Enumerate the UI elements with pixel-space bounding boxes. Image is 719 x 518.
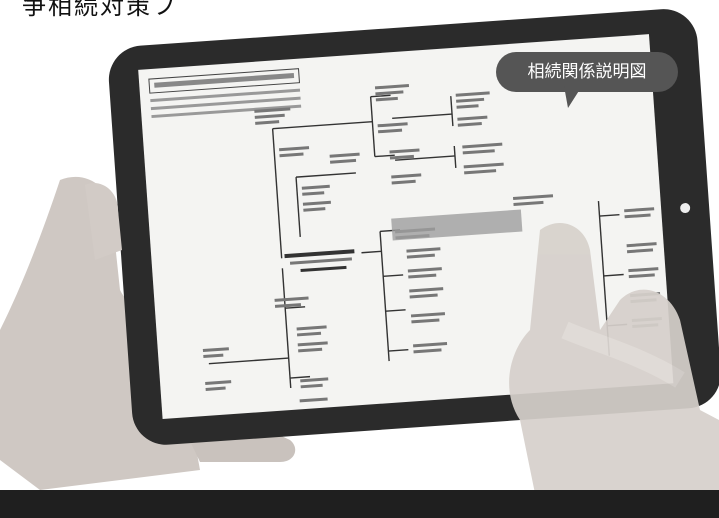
selected-entry-highlight — [391, 209, 523, 241]
home-button-icon — [680, 203, 691, 214]
speech-bubble: 相続関係説明図 — [496, 52, 678, 92]
right-hand — [509, 222, 719, 518]
bottom-bar — [0, 490, 719, 518]
doc-title-box — [148, 68, 301, 94]
